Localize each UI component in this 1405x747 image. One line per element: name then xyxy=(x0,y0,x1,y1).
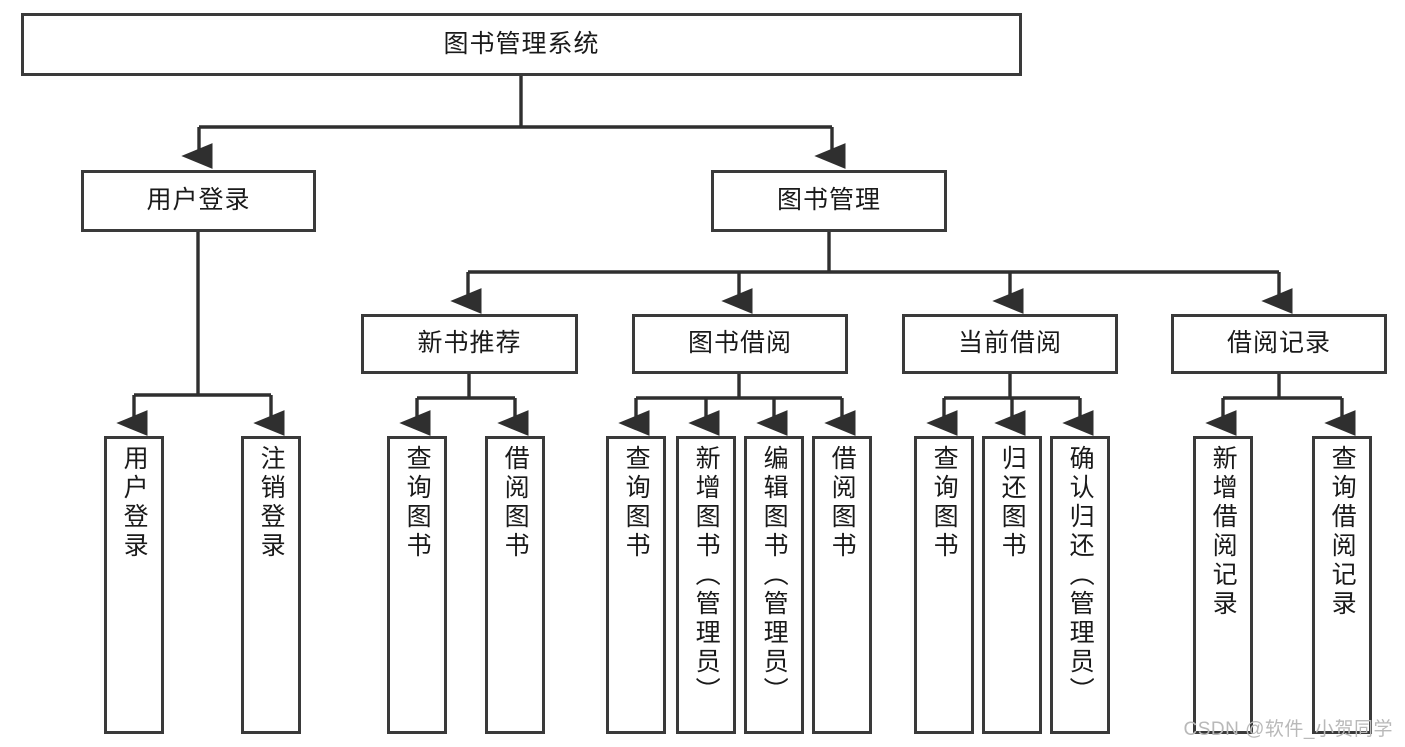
node-label: 查询图书 xyxy=(403,445,432,561)
node-user-login[interactable]: 用户登录 xyxy=(81,170,316,232)
node-label: 借阅记录 xyxy=(1226,329,1331,358)
node-label: 借阅图书 xyxy=(828,445,857,561)
node-label: 新增借阅记录 xyxy=(1209,445,1238,619)
node-leaf-borrow-book-1[interactable]: 借阅图书 xyxy=(485,436,545,734)
node-leaf-add-record[interactable]: 新增借阅记录 xyxy=(1193,436,1253,734)
node-label: 图书管理 xyxy=(776,186,881,215)
node-leaf-query-record[interactable]: 查询借阅记录 xyxy=(1312,436,1372,734)
node-label: 用户登录 xyxy=(120,445,149,561)
node-leaf-logout[interactable]: 注销登录 xyxy=(241,436,301,734)
node-label: 查询借阅记录 xyxy=(1328,445,1357,619)
node-label: 新增图书（管理员） xyxy=(692,445,721,706)
node-label: 编辑图书（管理员） xyxy=(760,445,789,706)
node-leaf-add-book[interactable]: 新增图书（管理员） xyxy=(676,436,736,734)
node-label: 用户登录 xyxy=(146,186,251,215)
node-leaf-borrow-book-2[interactable]: 借阅图书 xyxy=(812,436,872,734)
node-leaf-edit-book[interactable]: 编辑图书（管理员） xyxy=(744,436,804,734)
node-leaf-query-book-3[interactable]: 查询图书 xyxy=(914,436,974,734)
node-root-book-management-system[interactable]: 图书管理系统 xyxy=(21,13,1022,76)
node-label: 查询图书 xyxy=(622,445,651,561)
node-leaf-confirm-return[interactable]: 确认归还（管理员） xyxy=(1050,436,1110,734)
node-leaf-user-login[interactable]: 用户登录 xyxy=(104,436,164,734)
node-current-borrow[interactable]: 当前借阅 xyxy=(902,314,1118,374)
node-leaf-query-book-2[interactable]: 查询图书 xyxy=(606,436,666,734)
node-label: 借阅图书 xyxy=(501,445,530,561)
node-book-borrow[interactable]: 图书借阅 xyxy=(632,314,848,374)
watermark-text: CSDN @软件_小贺同学 xyxy=(1183,719,1393,740)
node-new-book-recommend[interactable]: 新书推荐 xyxy=(361,314,578,374)
node-label: 当前借阅 xyxy=(957,329,1062,358)
node-label: 查询图书 xyxy=(930,445,959,561)
node-label: 注销登录 xyxy=(257,445,286,561)
node-leaf-query-book-1[interactable]: 查询图书 xyxy=(387,436,447,734)
node-book-management[interactable]: 图书管理 xyxy=(711,170,947,232)
node-label: 新书推荐 xyxy=(417,329,522,358)
node-label: 确认归还（管理员） xyxy=(1066,445,1095,706)
node-label: 归还图书 xyxy=(998,445,1027,561)
node-leaf-return-book[interactable]: 归还图书 xyxy=(982,436,1042,734)
node-label: 图书管理系统 xyxy=(443,29,600,58)
node-label: 图书借阅 xyxy=(687,329,792,358)
node-borrow-record[interactable]: 借阅记录 xyxy=(1171,314,1387,374)
